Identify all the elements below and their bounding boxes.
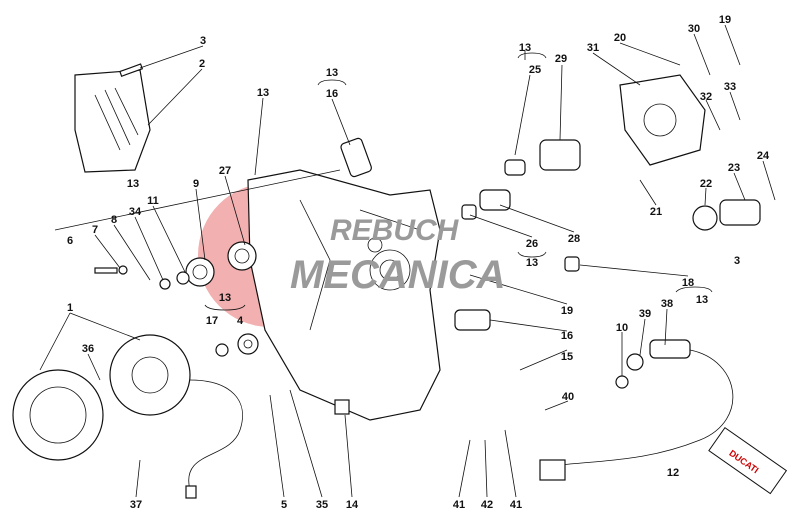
part-label: 13 (526, 257, 538, 269)
part-label: 39 (639, 308, 651, 320)
part-label: 7 (92, 224, 98, 236)
part-label: 13 (696, 294, 708, 306)
part-label: 38 (661, 298, 673, 310)
part-label: 16 (561, 330, 573, 342)
part-label: 29 (555, 53, 567, 65)
part-label: 42 (481, 499, 493, 511)
sealant-tube: DUCATI (708, 426, 788, 495)
part-label: 3 (734, 255, 740, 267)
cover-plate (74, 69, 151, 173)
part-label: 1 (67, 302, 73, 314)
part-label: 24 (757, 150, 770, 162)
part-label: 18 (682, 277, 694, 289)
part-label: 20 (614, 32, 626, 44)
part-label: 23 (728, 162, 740, 174)
watermark-line1: REBUCH (330, 214, 460, 247)
part-label: 25 (529, 64, 541, 76)
part-label: 19 (561, 305, 573, 317)
part-label: 5 (281, 499, 287, 511)
watermark-line2: MECANICA (290, 253, 506, 297)
part-label: 40 (562, 391, 574, 403)
part-label: 19 (719, 14, 731, 26)
stator (109, 334, 191, 416)
part-label: 13 (519, 42, 531, 54)
part-label: 26 (526, 238, 538, 250)
generator-cover (247, 169, 441, 421)
part-label: 28 (568, 233, 580, 245)
part-label: 17 (206, 315, 218, 327)
part-label: 4 (237, 315, 244, 327)
pump-cover (619, 74, 706, 166)
part-label: 34 (129, 206, 142, 218)
part-label: 30 (688, 23, 700, 35)
part-label: 3 (200, 35, 206, 47)
part-label: 16 (326, 88, 338, 100)
part-label: 22 (700, 178, 712, 190)
part-label: 37 (130, 499, 142, 511)
part-label: 13 (257, 87, 269, 99)
part-label: 10 (616, 322, 628, 334)
part-label: 13 (326, 67, 338, 79)
part-label: 12 (667, 467, 679, 479)
part-label: 21 (650, 206, 662, 218)
part-label: 11 (147, 195, 159, 207)
part-label: 41 (510, 499, 522, 511)
part-label: 14 (346, 499, 359, 511)
part-label: 35 (316, 499, 328, 511)
flywheel-rotor (12, 369, 104, 461)
part-label: 27 (219, 165, 231, 177)
part-label: 33 (724, 81, 736, 93)
part-label: 13 (127, 178, 139, 190)
part-label: 2 (199, 58, 205, 70)
watermark-logo: REBUCH MECANICA (290, 214, 506, 297)
part-label: 8 (111, 214, 117, 226)
part-label: 15 (561, 351, 573, 363)
part-label: 36 (82, 343, 94, 355)
part-label: 31 (587, 42, 599, 54)
part-label: 41 (453, 499, 465, 511)
part-label: 9 (193, 178, 199, 190)
part-label: 6 (67, 235, 73, 247)
part-label: 13 (219, 292, 231, 304)
part-label: 32 (700, 91, 712, 103)
